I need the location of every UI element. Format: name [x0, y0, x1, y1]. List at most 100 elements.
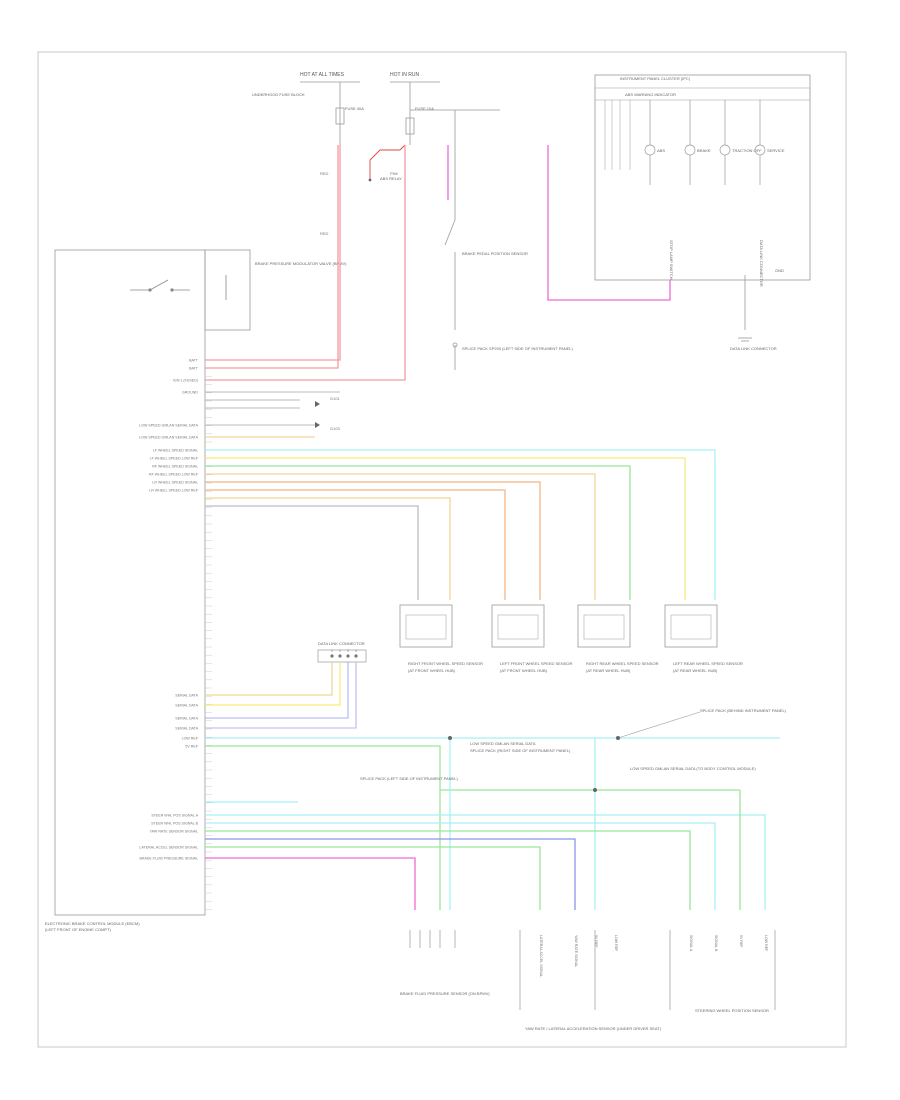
module-pin-label: RF WHEEL SPEED LOW REF [149, 473, 199, 477]
module-pin-label: RF WHEEL SPEED SIGNAL [152, 465, 198, 469]
steering-sensor-label: STEERING WHEEL POSITION SENSOR [695, 1008, 769, 1013]
dlc-pin-number: 1 [331, 649, 333, 653]
module-pin-label: LR WHEEL SPEED LOW REF [149, 489, 199, 493]
indicator-lamp-icon [684, 144, 696, 156]
module-pin-label: IGN 1 (FUSED) [173, 379, 198, 383]
module-pin-label: 5V REF [185, 745, 198, 749]
module-pin-label: LOW SPEED GMLAN SERIAL DATA [139, 436, 198, 440]
dlc-pin [354, 654, 358, 658]
ground-wire [205, 391, 340, 426]
bpmv-switch-icon [130, 275, 227, 300]
module-pin-label: BRAKE FLUID PRESSURE SIGNAL [139, 857, 198, 861]
lower-sensor-wires [205, 790, 766, 910]
wheel-sensor-label: LEFT REAR WHEEL SPEED SENSOR [673, 661, 743, 666]
wheel-sensor-wire [205, 505, 419, 600]
wheel-sensor-wire [205, 473, 596, 600]
steer-pin-label: SIGNAL B [714, 935, 718, 952]
splice-1 [448, 736, 452, 740]
fuse-a-label: FUSE 40A [345, 106, 364, 111]
ipc-cluster [594, 74, 811, 281]
ipc-header [594, 87, 811, 101]
brake-switch-note: SPLICE PACK SP200 (LEFT SIDE OF INSTRUME… [462, 346, 574, 351]
abs-relay-switch [368, 144, 406, 182]
yaw-pin-label: LOW REF [614, 935, 618, 952]
gmlan-leader [617, 711, 701, 739]
wheel-sensor-wire [205, 497, 451, 600]
yaw-pin-label: 5V REF [594, 935, 598, 948]
wheel-sensor-sublabel: (AT REAR WHEEL HUB) [586, 668, 631, 673]
wheel-sensor-coil-icon [583, 614, 625, 640]
bottom-connectors [409, 930, 776, 1010]
data-link-label: DATA LINK CONNECTOR [318, 641, 365, 646]
ebcm-sublabel: (LEFT FRONT OF ENGINE COMPT) [45, 927, 112, 932]
module-pin-label: BATT [189, 367, 199, 371]
module-pin-label: LR WHEEL SPEED SIGNAL [152, 481, 198, 485]
indicator-label: ABS [657, 148, 665, 153]
module-pin-label: BATT [189, 359, 199, 363]
wheel-sensor-sublabel: (AT REAR WHEEL HUB) [673, 668, 718, 673]
ipc-subtitle: ABS WARNING INDICATOR [625, 92, 676, 97]
gmlan-note-5: SPLICE PACK (BEHIND INSTRUMENT PANEL) [700, 708, 787, 713]
wire-code-3: PNK [390, 171, 399, 176]
wheel-sensor-box [399, 604, 453, 648]
serial-data-wires [205, 662, 357, 729]
dlc-pin [338, 654, 342, 658]
steer-pin-label: 5V REF [739, 935, 743, 948]
wheel-sensor-wires [205, 449, 716, 600]
module-pin-labels: BATT BATT IGN 1 (FUSED) GROUND LOW SPEED GML… [139, 359, 199, 861]
wheel-sensor-wire [205, 489, 506, 600]
ipc-lamp-1: STOP LAMP SWITCH [669, 240, 674, 280]
brake-switch-label: BRAKE PEDAL POSITION SENSOR [462, 251, 528, 256]
module-pin-label: STEER WHL POS SIGNAL B [151, 822, 198, 826]
dlc-pin-number: 4 [355, 649, 357, 653]
gmlan-note-4: LOW SPEED GMLAN SERIAL DATA (TO BODY CON… [630, 766, 756, 771]
indicator-label: BRAKE [697, 148, 711, 153]
module-pin-label: SERIAL DATA [175, 694, 198, 698]
wheel-sensor-box [491, 604, 545, 648]
fuse-block-rails [300, 81, 500, 145]
ipc-title: INSTRUMENT PANEL CLUSTER (IPC) [620, 76, 691, 81]
brake-pedal-switch [444, 145, 458, 370]
yaw-pin-label: LATERAL ACCEL SIGNAL [539, 935, 543, 977]
ebcm-module [54, 249, 206, 916]
module-pin-label: STEER WHL POS SIGNAL A [151, 814, 198, 818]
bottom-sensor-pins: LATERAL ACCEL SIGNAL YAW RATE SIGNAL 5V RE… [539, 935, 768, 977]
dlc-pin-number: 3 [347, 649, 349, 653]
wheel-sensors: RIGHT FRONT WHEEL SPEED SENSOR(AT FRONT … [399, 604, 743, 673]
ipc-gnd: GND [775, 268, 784, 273]
gmlan-wires [205, 737, 780, 910]
diagram-frame [37, 51, 847, 1048]
wheel-sensor-label: RIGHT REAR WHEEL SPEED SENSOR [586, 661, 659, 666]
steer-pin-label: LOW REF [764, 935, 768, 952]
ipc-lamp-2: DATA LINK CONNECTOR [759, 240, 764, 287]
hot-in-run-label: HOT IN RUN [390, 72, 419, 78]
indicator-lamp-icon [719, 144, 731, 156]
wheel-sensor-coil-icon [405, 614, 447, 640]
indicator-lamp-icon [644, 144, 656, 156]
wheel-sensor-sublabel: (AT FRONT WHEEL HUB) [408, 668, 456, 673]
module-pin-label: GROUND [182, 391, 198, 395]
wheel-sensor-wire [205, 457, 686, 600]
bpmv-label: BRAKE PRESSURE MODULATOR VALVE (BPMV) [255, 261, 347, 266]
yaw-pin-label: YAW RATE SIGNAL [574, 935, 578, 967]
dlc-pin [346, 654, 350, 658]
hot-at-all-times-label: HOT AT ALL TIMES [300, 72, 345, 78]
ground-connector-arrow [315, 401, 320, 407]
module-pin-label: SERIAL DATA [175, 704, 198, 708]
gmlan-note-1: LOW SPEED GMLAN SERIAL DATA [470, 741, 536, 746]
indicator-label: TRACTION OFF [732, 148, 762, 153]
ground-connector-arrow-2 [315, 422, 320, 428]
ground-label-2: G103 [330, 426, 341, 431]
module-pin-stubs [205, 359, 212, 910]
gmlan-note-3: SPLICE PACK (LEFT SIDE OF INSTRUMENT PAN… [360, 776, 458, 781]
brake-pressure-sensor-label: BRAKE FLUID PRESSURE SENSOR (ON BPMV) [400, 991, 490, 996]
steer-pin-label: SIGNAL A [689, 935, 693, 952]
wheel-sensor-label: LEFT FRONT WHEEL SPEED SENSOR [500, 661, 572, 666]
module-pin-label: YAW RATE SENSOR SIGNAL [150, 830, 198, 834]
wheel-sensor-coil-icon [670, 614, 712, 640]
module-pin-label: SERIAL DATA [175, 717, 198, 721]
dlc-pin-number: 2 [339, 649, 341, 653]
wheel-sensor-wire [205, 465, 631, 600]
